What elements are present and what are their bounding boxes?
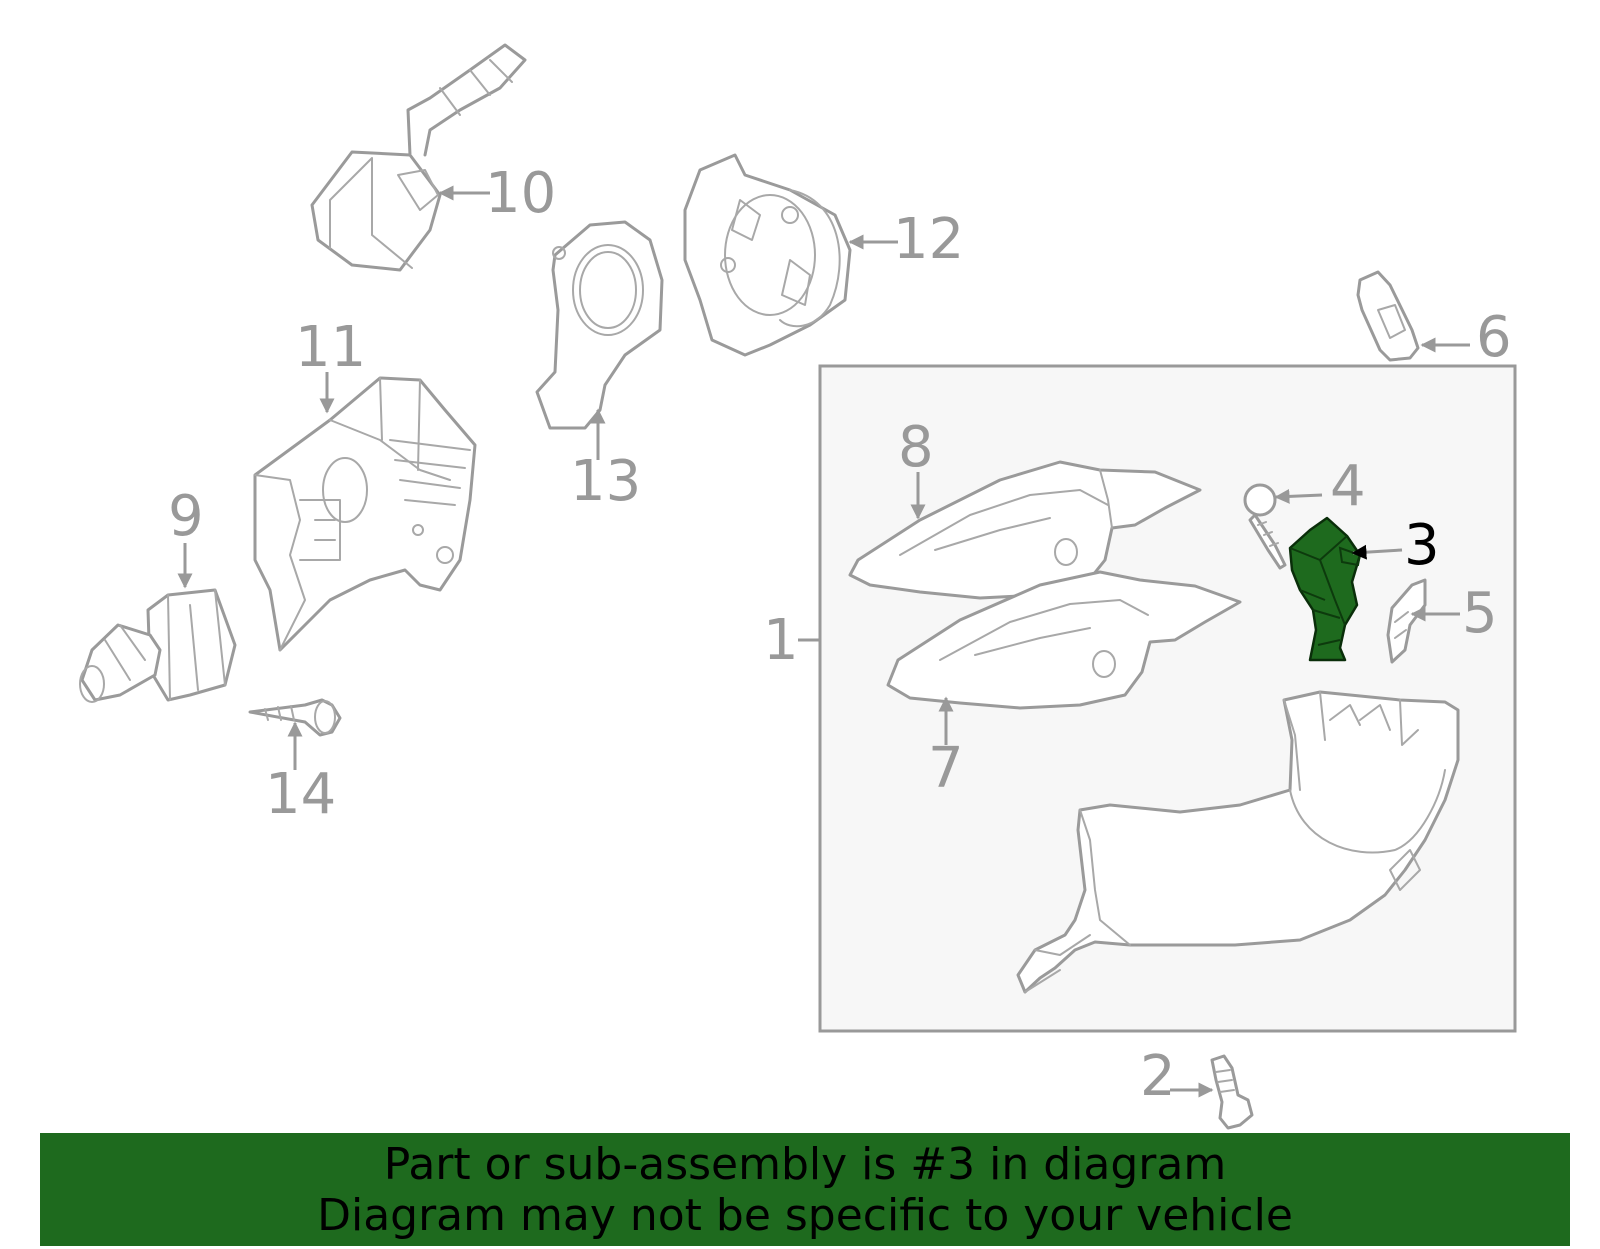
part-3-highlighted[interactable] xyxy=(1288,516,1362,662)
info-banner: Part or sub-assembly is #3 in diagram Di… xyxy=(40,1133,1570,1246)
part-10-switch[interactable] xyxy=(310,43,527,272)
callout-5: 5 xyxy=(1462,581,1498,646)
part-9-switch[interactable] xyxy=(79,588,237,703)
callout-7: 7 xyxy=(928,736,964,801)
callout-3: 3 xyxy=(1404,513,1440,578)
callout-11: 11 xyxy=(295,315,366,380)
part-14-screw[interactable] xyxy=(248,698,342,737)
callout-2: 2 xyxy=(1140,1044,1176,1109)
callout-9: 9 xyxy=(168,484,204,549)
part-8-upper-cover[interactable] xyxy=(848,460,1202,600)
banner-line-1: Part or sub-assembly is #3 in diagram xyxy=(383,1138,1227,1190)
callout-12: 12 xyxy=(893,207,964,272)
part-13-sensor[interactable] xyxy=(535,220,664,430)
leader-lines xyxy=(177,185,1470,1098)
callout-10: 10 xyxy=(485,161,556,226)
callout-13: 13 xyxy=(570,449,641,514)
callout-14: 14 xyxy=(265,762,336,827)
callout-4: 4 xyxy=(1330,454,1366,519)
part-11-column-cover[interactable] xyxy=(253,376,477,652)
callout-6: 6 xyxy=(1476,305,1512,370)
part-6-bulb[interactable] xyxy=(1356,270,1420,362)
callout-8: 8 xyxy=(898,415,934,480)
banner-line-2: Diagram may not be specific to your vehi… xyxy=(317,1189,1293,1241)
part-2-bolt[interactable] xyxy=(1210,1054,1254,1130)
callout-labels: 1 2 3 4 5 6 7 8 9 10 11 12 13 14 xyxy=(168,161,1512,1109)
part-1-shroud[interactable] xyxy=(1016,690,1460,994)
part-12-clock-spring[interactable] xyxy=(683,153,852,357)
part-5-clip[interactable] xyxy=(1386,578,1427,664)
callout-1: 1 xyxy=(763,608,799,673)
